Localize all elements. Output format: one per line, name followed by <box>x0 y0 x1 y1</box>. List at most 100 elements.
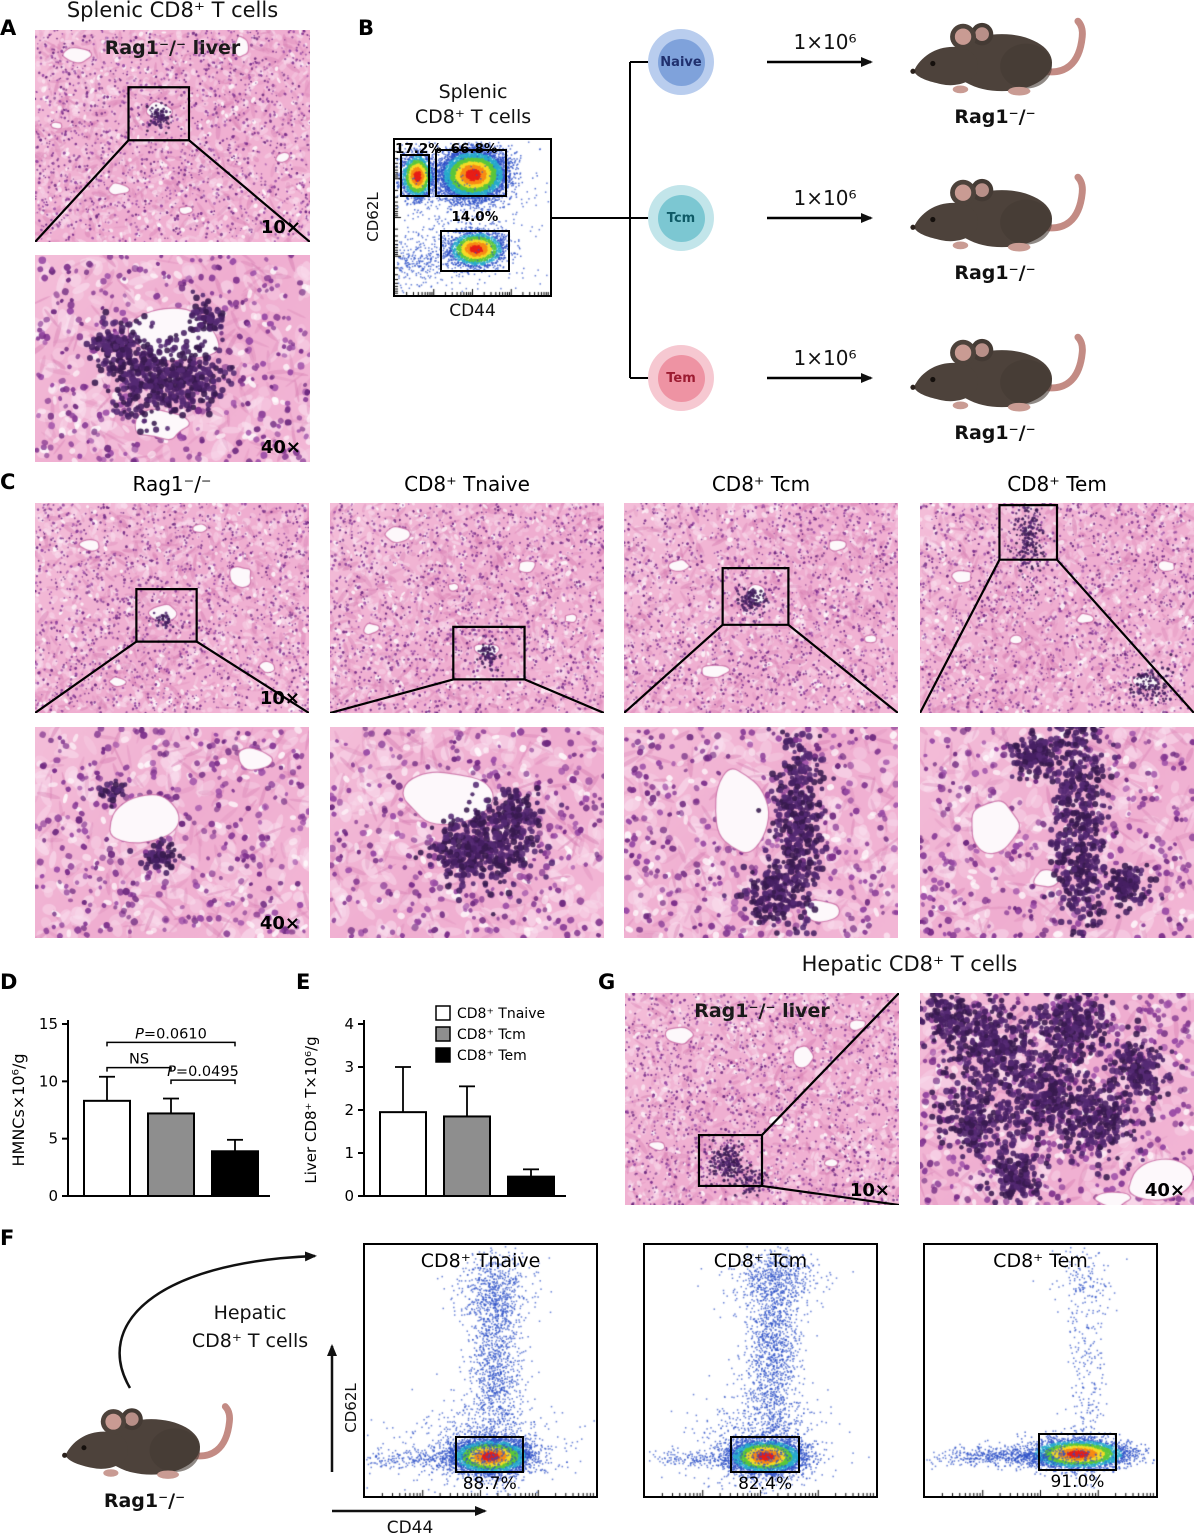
flow-plot-tem-dots <box>925 1245 1156 1496</box>
curved-arrow <box>118 1251 317 1389</box>
gate-tcm-pct: 66.8% <box>450 140 498 157</box>
magnification-label: 10× <box>849 1180 890 1201</box>
y-tick-label: 4 <box>344 1015 354 1033</box>
y-tick-label: 0 <box>344 1187 354 1205</box>
y-axis-label: Liver CD8⁺ T×10⁶/g <box>302 1036 320 1183</box>
y-tick-label: 10 <box>39 1072 58 1090</box>
mouse-illustration <box>900 158 1090 262</box>
bar-1 <box>443 1115 491 1197</box>
histology-c4-10x <box>920 503 1194 713</box>
dose-label: 1×10⁶ <box>793 346 857 370</box>
magnification-label: 10× <box>260 217 301 238</box>
legend-label: CD8⁺ Tnaive <box>457 1006 545 1022</box>
histology-c2-40x <box>330 727 604 938</box>
magnification-label: 40× <box>259 913 300 934</box>
legend-swatch <box>435 1005 451 1021</box>
gate-tcm <box>435 149 507 198</box>
histology-g-40x-image <box>920 993 1194 1205</box>
panel-d-label: D <box>0 970 18 994</box>
significance-bracket <box>106 1041 236 1047</box>
flow-plot-b-title-line2: CD8⁺ T cells <box>414 105 532 128</box>
population-circle-tem: Tem <box>648 345 714 411</box>
legend-swatch <box>435 1047 451 1063</box>
curved-arrow-label: Hepatic CD8⁺ T cells <box>165 1300 335 1355</box>
histology-c3-40x <box>624 727 898 938</box>
gate-tcm-pct: 82.4% <box>738 1474 793 1495</box>
population-circle-tcm: Tcm <box>648 185 714 251</box>
magnification-label: 10× <box>259 688 300 709</box>
flow-f-x-axis-label: CD44 <box>386 1518 434 1538</box>
column-title-tnaive: CD8⁺ Tnaive <box>404 472 530 496</box>
flow-plot-title: CD8⁺ Tnaive <box>420 1250 541 1272</box>
image-caption: Rag1⁻/⁻ liver <box>694 1000 830 1022</box>
column-title-tem: CD8⁺ Tem <box>1007 472 1107 496</box>
mouse-illustration <box>52 1388 237 1489</box>
histology-a-40x-image <box>35 255 310 462</box>
bar-2 <box>211 1150 259 1197</box>
gate-naive-pct: 17.2% <box>395 140 442 157</box>
flow-plot-splenic-dots <box>395 140 550 295</box>
significance-bracket <box>170 1079 236 1085</box>
histology-c4-40x <box>920 727 1194 938</box>
legend-label: CD8⁺ Tcm <box>457 1027 526 1043</box>
flow-plot-b-title: Splenic CD8⁺ T cells <box>378 80 568 129</box>
flow-plot-tcm-dots <box>645 1245 876 1496</box>
population-label-tcm: Tcm <box>666 210 696 226</box>
mouse-illustration <box>900 318 1090 422</box>
population-label-naive: Naive <box>660 54 702 70</box>
y-tick-label: 1 <box>344 1144 354 1162</box>
histology-c3-40x-image <box>624 727 898 938</box>
mouse-label: Rag1⁻/⁻ <box>103 1490 186 1512</box>
legend-swatch <box>435 1026 451 1042</box>
y-tick-label: 3 <box>344 1058 354 1076</box>
significance-label: NS <box>129 1052 149 1068</box>
split-bracket <box>552 61 652 379</box>
x-axis-arrow <box>332 1506 487 1516</box>
transfer-arrow <box>767 213 873 223</box>
population-circle-naive: Naive <box>648 29 714 95</box>
panel-e-label: E <box>296 970 311 994</box>
gate-tem-hepatic <box>1038 1433 1117 1471</box>
histology-a-10x: Rag1⁻/⁻ liver 10× <box>35 30 310 242</box>
flow-plot-tem: CD8⁺ Tem 91.0% <box>923 1243 1158 1498</box>
histology-a-40x: 40× <box>35 255 310 462</box>
magnification-label: 40× <box>1144 1180 1185 1201</box>
histology-c2-10x-image <box>330 503 604 713</box>
gate-tem-pct: 14.0% <box>451 208 499 225</box>
mouse-illustration <box>900 2 1090 106</box>
column-title-rag1: Rag1⁻/⁻ <box>132 472 212 496</box>
y-tick-label: 5 <box>48 1130 58 1148</box>
panel-a-label: A <box>0 16 17 40</box>
image-caption: Rag1⁻/⁻ liver <box>104 37 241 59</box>
flow-plot-tnaive: CD8⁺ Tnaive 88.7% <box>363 1243 598 1498</box>
panel-g-title: Hepatic CD8⁺ T cells <box>801 952 1018 976</box>
flow-plot-tnaive-dots <box>365 1245 596 1496</box>
histology-c3-10x <box>624 503 898 713</box>
transfer-arrow <box>767 57 873 67</box>
flow-f-y-axis-label: CD62L <box>342 1383 360 1433</box>
gate-naive <box>400 153 430 198</box>
bar-2 <box>507 1175 555 1197</box>
bar-1 <box>147 1112 195 1197</box>
histology-c4-10x-image <box>920 503 1194 713</box>
y-tick-label: 2 <box>344 1101 354 1119</box>
dose-label: 1×10⁶ <box>793 186 857 210</box>
flow-plot-title: CD8⁺ Tcm <box>713 1250 808 1272</box>
flow-b-y-axis-label: CD62L <box>364 192 382 242</box>
significance-label: P=0.0495 <box>167 1064 239 1080</box>
gate-tem-pct: 91.0% <box>1050 1472 1105 1493</box>
histology-g-10x: Rag1⁻/⁻ liver 10× <box>625 993 899 1205</box>
gate-tcm-hepatic <box>730 1435 800 1474</box>
recipient-label: Rag1⁻/⁻ <box>954 106 1036 128</box>
histology-c2-40x-image <box>330 727 604 938</box>
histology-g-40x: 40× <box>920 993 1194 1205</box>
panel-a-title: Splenic CD8⁺ T cells <box>66 0 279 22</box>
curved-arrow-label-line1: Hepatic <box>213 1302 287 1324</box>
significance-bracket <box>106 1066 172 1072</box>
flow-plot-b-title-line1: Splenic <box>438 81 508 103</box>
y-tick-label: 15 <box>39 1015 58 1033</box>
histology-c1-10x: 10× <box>35 503 309 713</box>
